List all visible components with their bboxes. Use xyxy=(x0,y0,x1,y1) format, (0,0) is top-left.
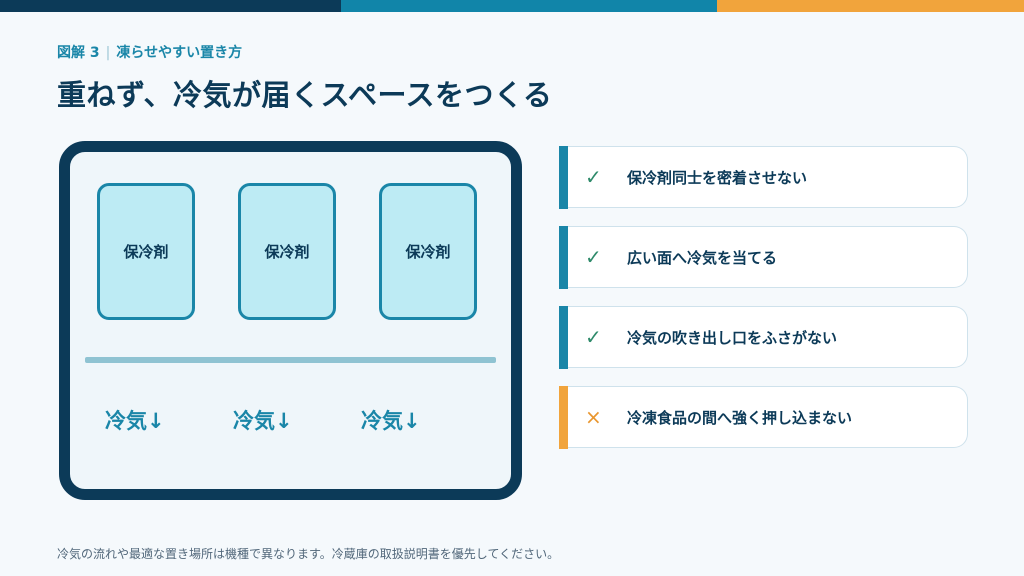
figure-topic: 凍らせやすい置き方 xyxy=(116,45,243,61)
check-icon: ✓ xyxy=(585,325,602,349)
freezer-diagram: 保冷剤 保冷剤 保冷剤 冷気↓ 冷気↓ 冷気↓ xyxy=(59,141,522,500)
check-icon: ✓ xyxy=(585,245,602,269)
footnote: 冷気の流れや最適な置き場所は機種で異なります。冷蔵庫の取扱説明書を優先してくださ… xyxy=(57,547,560,561)
checklist-item: ✓ 冷気の吹き出し口をふさがない xyxy=(559,305,968,369)
checklist-item-label: 冷気の吹き出し口をふさがない xyxy=(627,328,838,347)
cross-icon: × xyxy=(585,405,602,429)
cold-air-label-3: 冷気↓ xyxy=(361,409,421,433)
top-bar-teal-segment xyxy=(341,0,717,12)
checklist-item: ✓ 保冷剤同士を密着させない xyxy=(559,145,968,209)
freezer-shelf xyxy=(85,357,496,363)
item-accent-bar xyxy=(559,225,568,289)
checklist-item-label: 広い面へ冷気を当てる xyxy=(627,248,778,267)
checklist-item-warning: × 冷凍食品の間へ強く押し込まない xyxy=(559,385,968,449)
page-title: 重ねず、冷気が届くスペースをつくる xyxy=(57,78,553,112)
ice-pack-3: 保冷剤 xyxy=(379,183,477,320)
checklist-item-label: 保冷剤同士を密着させない xyxy=(627,168,808,187)
top-bar-navy-segment xyxy=(0,0,341,12)
kicker-separator: | xyxy=(105,45,111,61)
checklist-item-label: 冷凍食品の間へ強く押し込まない xyxy=(627,408,853,427)
figure-kicker: 図解 3 | 凍らせやすい置き方 xyxy=(57,42,242,62)
figure-label: 図解 3 xyxy=(57,45,100,61)
cold-air-label-2: 冷気↓ xyxy=(233,409,293,433)
item-accent-bar xyxy=(559,385,568,449)
ice-pack-1: 保冷剤 xyxy=(97,183,195,320)
item-accent-bar xyxy=(559,305,568,369)
cold-air-label-1: 冷気↓ xyxy=(105,409,165,433)
checklist-item: ✓ 広い面へ冷気を当てる xyxy=(559,225,968,289)
top-bar-orange-segment xyxy=(717,0,1024,12)
item-accent-bar xyxy=(559,145,568,209)
check-icon: ✓ xyxy=(585,165,602,189)
ice-pack-2: 保冷剤 xyxy=(238,183,336,320)
top-accent-bar xyxy=(0,0,1024,12)
